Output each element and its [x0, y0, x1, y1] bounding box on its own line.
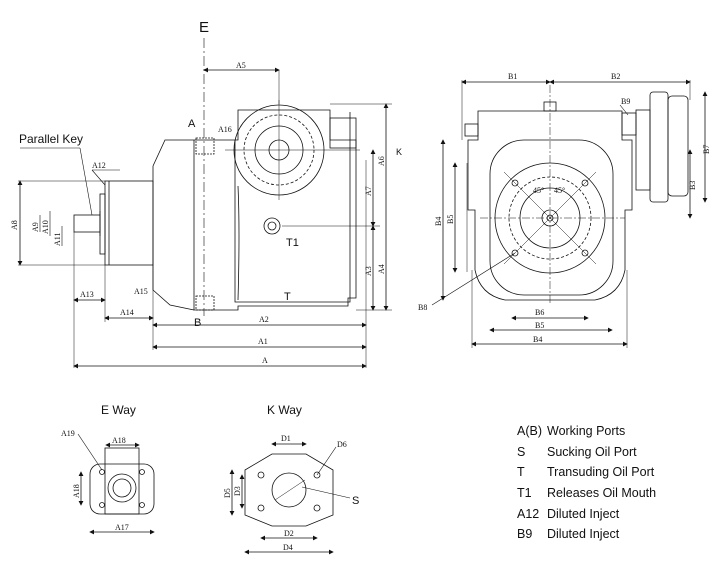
legend-value: Diluted Inject	[547, 506, 620, 521]
legend-row: T1 Releases Oil Mouth	[517, 483, 717, 504]
legend-value: Releases Oil Mouth	[547, 486, 657, 501]
legend-key: A12	[517, 506, 540, 521]
dim-label: A8	[10, 220, 19, 230]
dim-label: A5	[236, 61, 246, 70]
dim-label: D1	[281, 434, 291, 443]
port-mark-k: K	[396, 147, 402, 157]
port-mark-a: A	[188, 118, 196, 130]
dim-label: A18	[112, 436, 126, 445]
dim-label: A	[262, 356, 268, 365]
dim-label: B4	[434, 217, 443, 226]
legend-row: A12 Diluted Inject	[517, 503, 717, 524]
dim-label: A9	[31, 222, 40, 232]
legend-value: Diluted Inject	[547, 527, 620, 542]
legend: A(B) Working Ports S Sucking Oil Port T …	[517, 421, 717, 545]
angle-label: 45°	[533, 186, 544, 195]
dim-label: B9	[621, 97, 630, 106]
angle-label: 45°	[554, 186, 565, 195]
dim-label: A12	[92, 161, 106, 170]
dim-label: A15	[134, 287, 148, 296]
legend-value: Sucking Oil Port	[547, 444, 637, 459]
dim-label: A4	[377, 264, 386, 274]
legend-value: Working Ports	[547, 424, 626, 439]
dim-label: B7	[702, 145, 711, 154]
dim-label: A13	[80, 290, 94, 299]
port-mark-t1: T1	[286, 237, 299, 249]
legend-row: A(B) Working Ports	[517, 421, 717, 442]
legend-row: B9 Diluted Inject	[517, 524, 717, 545]
legend-row: T Transuding Oil Port	[517, 462, 717, 483]
port-mark-s: S	[352, 495, 359, 507]
side-view	[17, 38, 392, 369]
port-mark-t: T	[284, 291, 291, 303]
dim-label: A14	[120, 308, 134, 317]
dim-label: B4	[533, 335, 542, 344]
k-way-title: K Way	[267, 403, 302, 417]
legend-key: T1	[517, 486, 532, 501]
dim-label: B1	[508, 72, 517, 81]
dim-label: A16	[218, 125, 232, 134]
legend-row: S Sucking Oil Port	[517, 442, 717, 463]
dim-label: B8	[418, 303, 427, 312]
dim-label: A19	[61, 429, 75, 438]
legend-key: A(B)	[517, 424, 542, 439]
dim-label: A3	[364, 266, 373, 276]
dim-label: A7	[364, 186, 373, 196]
dim-label: A17	[115, 523, 129, 532]
legend-key: S	[517, 444, 526, 459]
dim-label: B3	[688, 181, 697, 190]
dim-label: A6	[377, 156, 386, 166]
legend-key: B9	[517, 527, 533, 542]
section-mark-e: E	[199, 19, 209, 36]
parallel-key-label: Parallel Key	[19, 132, 83, 146]
e-way-view	[77, 433, 155, 535]
dim-label: D2	[284, 529, 294, 538]
legend-value: Transuding Oil Port	[547, 465, 655, 480]
dim-label: A10	[41, 220, 50, 234]
dim-label: A18	[72, 484, 81, 498]
dim-label: A1	[258, 337, 268, 346]
dim-label: B6	[535, 308, 544, 317]
dim-label: D5	[223, 488, 232, 498]
dim-label: B2	[611, 72, 620, 81]
rear-view	[431, 79, 708, 348]
dim-label: B5	[446, 215, 455, 224]
dim-label: A2	[259, 315, 269, 324]
dim-label: D4	[283, 543, 293, 552]
e-way-title: E Way	[101, 403, 136, 417]
labels: E Parallel Key E Way K Way A B T T1 S K …	[10, 19, 711, 552]
port-mark-b: B	[194, 317, 201, 329]
dim-label: B5	[535, 321, 544, 330]
dim-label: A11	[53, 233, 62, 246]
dim-label: D6	[337, 440, 347, 449]
legend-key: T	[517, 465, 525, 480]
k-way-view	[229, 441, 351, 555]
dim-label: D3	[233, 486, 242, 496]
